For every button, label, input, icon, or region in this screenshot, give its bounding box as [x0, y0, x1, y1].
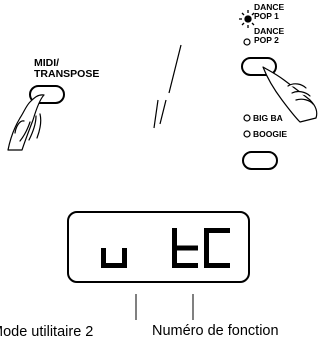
indicator-dance-pop-2-icon — [243, 38, 251, 46]
indicator-big-band-icon — [243, 114, 251, 122]
lcd-display — [67, 211, 250, 283]
callout-mode-label: Mode utilitaire 2 — [0, 324, 94, 340]
lcd-segment-function-1-d — [204, 263, 230, 268]
lcd-segment-function-1-f — [204, 228, 209, 248]
lcd-segment-function-0-d — [172, 263, 198, 268]
midi-transpose-label: MIDI/ TRANSPOSE — [34, 58, 99, 80]
panel-divider — [153, 44, 182, 129]
indicator-boogie-icon — [243, 130, 251, 138]
lcd-segment-mode-0-e — [101, 248, 106, 268]
lcd-segment-function-0-g — [172, 245, 198, 251]
style-label-dance-pop-1: DANCE POP 1 — [254, 3, 284, 21]
dance-pop-2-line1: DANCE — [254, 26, 285, 36]
lcd-segment-mode-0-d — [101, 263, 127, 268]
lcd-segment-function-1-a — [204, 228, 230, 233]
midi-label-line2: TRANSPOSE — [34, 68, 100, 80]
dance-pop-1-line2: POP 1 — [254, 11, 279, 21]
dance-pop-1-line1: DANCE — [254, 2, 285, 12]
big-band-boogie-button[interactable] — [242, 151, 278, 170]
pressing-hand-left-icon — [7, 94, 45, 151]
indicator-lit-icon — [239, 10, 255, 28]
lcd-segment-function-0-f — [172, 228, 177, 248]
style-label-dance-pop-2: DANCE POP 2 — [254, 27, 284, 45]
lcd-segment-mode-0-c — [122, 248, 127, 268]
style-label-big-band: BIG BA — [253, 113, 283, 123]
lcd-segment-function-1-e — [204, 248, 209, 268]
style-label-boogie: BOOGIE — [253, 129, 288, 139]
pressing-hand-right-icon — [262, 66, 318, 123]
dance-pop-2-line2: POP 2 — [254, 35, 279, 45]
lcd-segments — [101, 228, 230, 268]
midi-label-line1: MIDI/ — [34, 57, 60, 69]
callout-function-label: Numéro de fonction — [152, 323, 279, 339]
lcd-segment-function-0-e — [172, 248, 177, 268]
